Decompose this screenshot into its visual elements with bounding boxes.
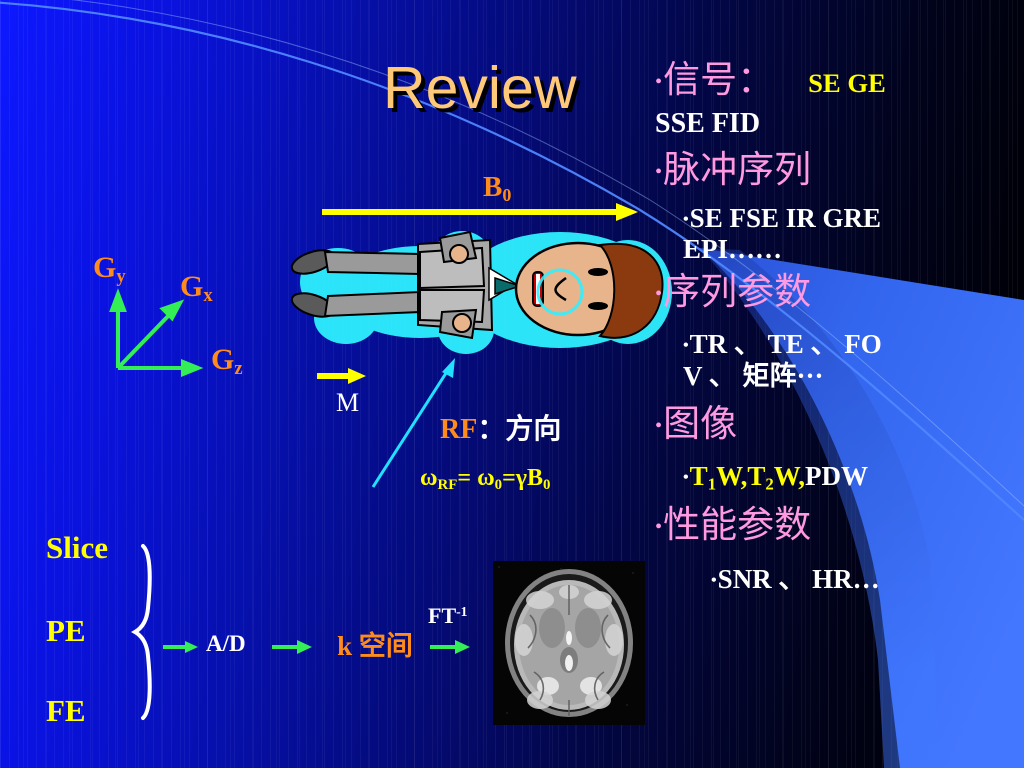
- bullet-dot: •: [655, 414, 663, 437]
- axis-gy-arrowhead: [109, 288, 127, 312]
- bullet-dot: •: [655, 282, 663, 305]
- axis-gz-arrowhead: [181, 359, 204, 377]
- outline-subitem-params-cont: V 、 矩阵···: [683, 361, 824, 391]
- rf-description: ：方向: [477, 414, 562, 445]
- bullet-dot: •: [683, 336, 689, 355]
- label-b0: B0: [483, 171, 512, 206]
- grouping-brace: [130, 544, 152, 720]
- outline-item-signal-cont: SSE FID: [655, 108, 761, 139]
- rf-pointer-arrow: [371, 358, 455, 488]
- bullet-dot: •: [711, 571, 717, 590]
- label-m: M: [336, 388, 360, 417]
- decorative-arc: [0, 1, 1024, 521]
- tie: [494, 276, 523, 296]
- decorative-arc-highlight: [71, 0, 1024, 507]
- outline-item-performance-params: •性能参数: [655, 505, 812, 546]
- glow-ring: [536, 268, 584, 316]
- label-rf-formula: ωRF= ω0=γB0: [420, 465, 551, 494]
- decorative-wedge-inner: [700, 248, 940, 768]
- nose: [554, 276, 567, 302]
- label-rf-direction: RF：方向: [440, 416, 561, 444]
- outline-subitem-snr: •SNR 、 HR…: [711, 564, 880, 594]
- axis-gx-line: [116, 310, 174, 370]
- bullet-dot: •: [655, 70, 663, 93]
- bullet-dot: •: [655, 160, 663, 183]
- label-inverse-ft: FT-1: [428, 603, 468, 628]
- b0-arrow: [322, 203, 638, 221]
- outline-subitem-sequences: •SE FSE IR GRE: [683, 203, 881, 233]
- label-slice: Slice: [46, 530, 108, 565]
- outline-subitem-sequences-cont: EPI……: [683, 234, 783, 264]
- label-ad-converter: A/D: [206, 631, 246, 656]
- label-pe: PE: [46, 613, 86, 648]
- label-gx: Gx: [180, 270, 213, 307]
- outline-subitem-params: •TR 、 TE 、 FO: [683, 329, 882, 359]
- signal-trailing: SE GE: [808, 68, 886, 98]
- label-fe: FE: [46, 693, 86, 728]
- gradient-axes: [109, 288, 204, 377]
- label-k-space: k 空间: [337, 631, 413, 661]
- outline-item-image: •图像: [655, 404, 738, 445]
- rf-tag: RF: [440, 414, 478, 445]
- outline-item-sequence-params: •序列参数: [655, 272, 812, 313]
- eye-1: [588, 268, 608, 276]
- page-title: Review: [383, 55, 577, 121]
- outline-item-pulse-sequence: •脉冲序列: [655, 150, 812, 191]
- outline-item-signal: •信号：SE GE: [655, 60, 886, 101]
- bullet-dot: •: [683, 210, 689, 229]
- pipeline-arrows: [163, 640, 470, 654]
- hair: [597, 242, 664, 339]
- label-gy: Gy: [93, 251, 126, 288]
- label-gz: Gz: [211, 343, 243, 380]
- brain-mri-image: [493, 561, 645, 725]
- bullet-dot: •: [683, 468, 689, 487]
- patient-clipart: [290, 230, 672, 354]
- axis-gx-arrowhead: [159, 299, 185, 322]
- m-arrow: [317, 368, 366, 384]
- outline-column: •信号：SE GE SSE FID •脉冲序列 •SE FSE IR GRE E…: [655, 62, 1024, 768]
- bullet-dot: •: [655, 515, 663, 538]
- eye-2: [588, 302, 608, 310]
- outline-subitem-weightings: •T1W,T2W,PDW: [683, 461, 868, 494]
